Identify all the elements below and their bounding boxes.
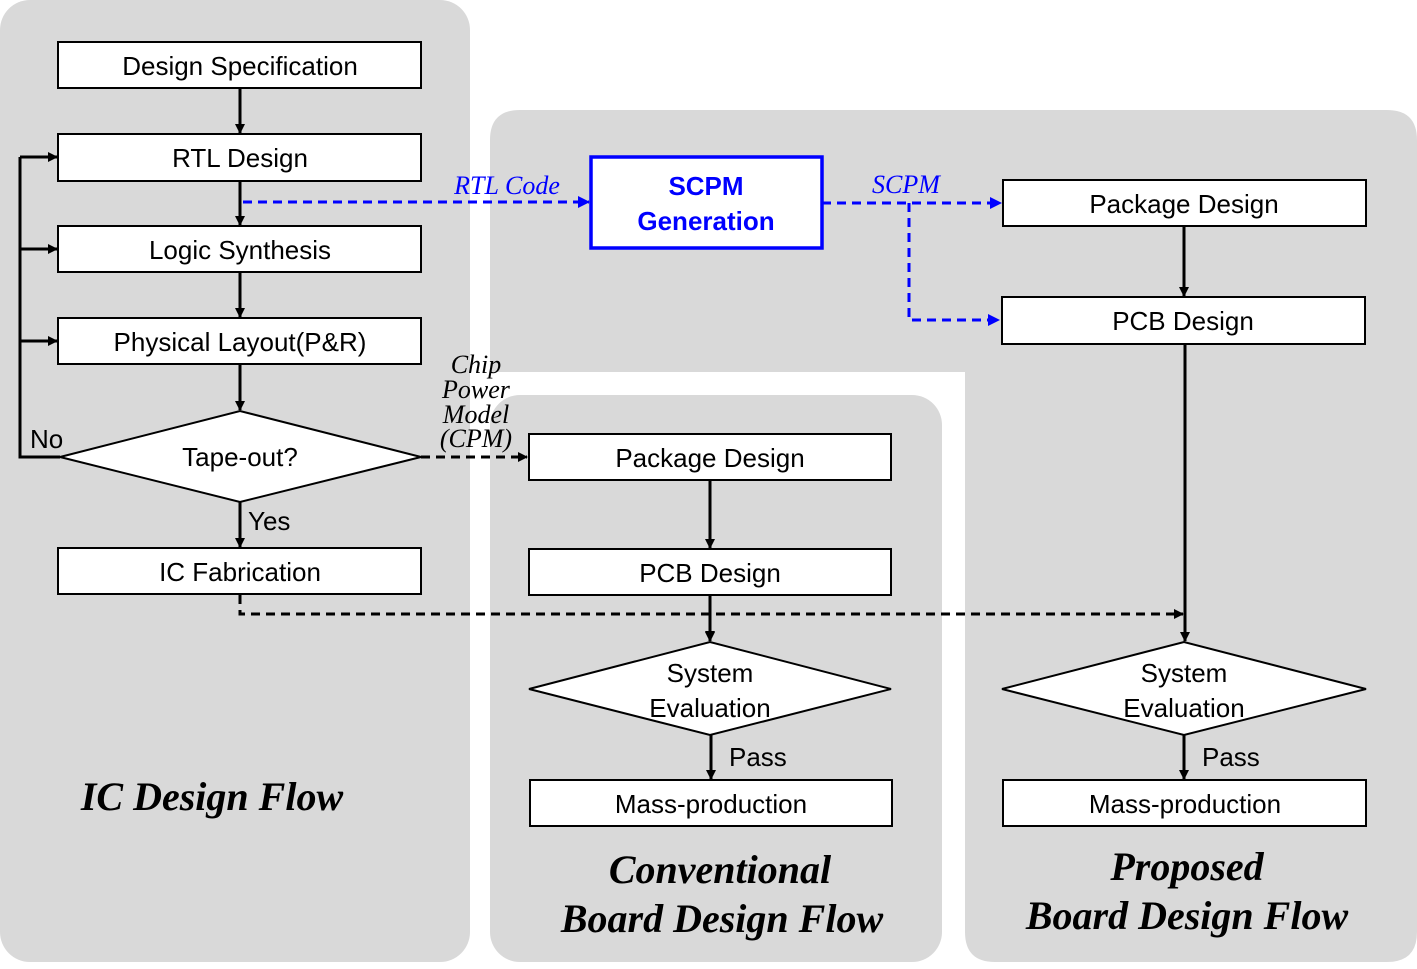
prop-eval-label-2: Evaluation <box>1123 693 1244 723</box>
conv-package-design-label: Package Design <box>615 443 804 473</box>
design-spec-box: Design Specification <box>57 41 422 89</box>
physical-layout-label: Physical Layout(P&R) <box>114 327 367 357</box>
conv-eval-label-1: System <box>667 658 754 688</box>
cpm-label-3: Model <box>442 400 509 429</box>
proposed-title-line2: Board Design Flow <box>1025 893 1349 938</box>
conventional-title-line2: Board Design Flow <box>560 896 884 941</box>
conv-pass-label: Pass <box>729 742 787 772</box>
conv-mass-production-box: Mass-production <box>529 779 893 827</box>
scpm-label-line1: SCPM <box>668 171 743 201</box>
prop-package-design-box: Package Design <box>1002 179 1367 227</box>
prop-eval-label-1: System <box>1141 658 1228 688</box>
conv-eval-label-2: Evaluation <box>649 693 770 723</box>
rtl-design-label: RTL Design <box>172 143 308 173</box>
prop-pcb-design-box: PCB Design <box>1001 296 1366 345</box>
ic-fabrication-label: IC Fabrication <box>159 557 321 587</box>
feedback-loop-line <box>18 157 60 459</box>
conv-mass-production-label: Mass-production <box>615 789 807 819</box>
prop-pass-label: Pass <box>1202 742 1260 772</box>
design-spec-label: Design Specification <box>122 51 358 81</box>
conv-pcb-design-box: PCB Design <box>528 548 892 596</box>
no-label: No <box>30 424 63 454</box>
prop-pcb-design-label: PCB Design <box>1112 306 1254 336</box>
conv-system-evaluation: System Evaluation <box>528 640 892 737</box>
scpm-label-line2: Generation <box>637 206 774 236</box>
conv-package-design-box: Package Design <box>528 433 892 481</box>
tapeout-label: Tape-out? <box>182 442 298 472</box>
scpm-generation-box: SCPM Generation <box>589 155 824 250</box>
cpm-label-4: (CPM) <box>440 424 512 453</box>
prop-mass-production-label: Mass-production <box>1089 789 1281 819</box>
yes-label: Yes <box>248 506 290 536</box>
conv-pcb-design-label: PCB Design <box>639 558 781 588</box>
ic-flow-title: IC Design Flow <box>80 774 344 819</box>
rtl-design-box: RTL Design <box>57 133 422 182</box>
scpm-arrow-label: SCPM <box>872 170 941 199</box>
proposed-title-line1: Proposed <box>1109 844 1264 889</box>
fabrication-feed-line <box>238 595 1184 619</box>
scpm-to-pcb-arrow <box>907 203 1000 326</box>
cpm-label-1: Chip <box>451 350 502 379</box>
conventional-title-line1: Conventional <box>609 847 832 892</box>
prop-system-evaluation: System Evaluation <box>1001 640 1367 737</box>
logic-synthesis-label: Logic Synthesis <box>149 235 331 265</box>
rtl-code-label: RTL Code <box>453 171 560 200</box>
prop-package-design-label: Package Design <box>1089 189 1278 219</box>
physical-layout-box: Physical Layout(P&R) <box>57 317 422 365</box>
cpm-label-2: Power <box>441 375 511 404</box>
ic-fabrication-box: IC Fabrication <box>57 547 422 595</box>
prop-mass-production-box: Mass-production <box>1002 779 1367 827</box>
logic-synthesis-box: Logic Synthesis <box>57 225 422 273</box>
